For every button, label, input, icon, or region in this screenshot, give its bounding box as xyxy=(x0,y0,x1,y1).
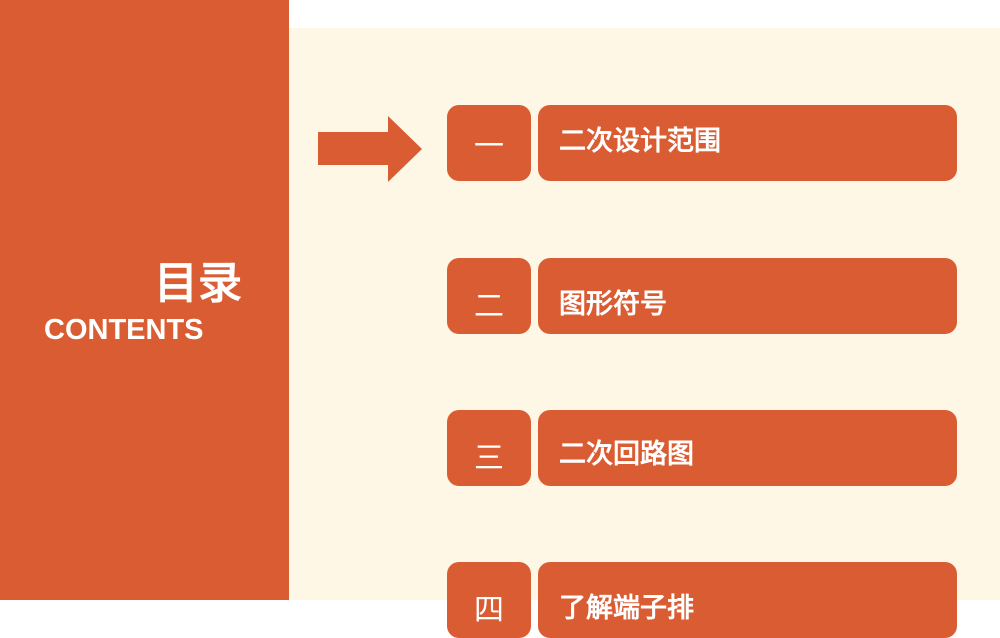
item-label-3[interactable]: 二次回路图 xyxy=(538,410,957,486)
item-number-3[interactable]: 三 xyxy=(447,410,531,486)
item-number-2[interactable]: 二 xyxy=(447,258,531,334)
contents-title-zh: 目录 xyxy=(154,258,242,309)
item-number-1[interactable]: 一 xyxy=(447,105,531,181)
item-label-4[interactable]: 了解端子排 xyxy=(538,562,957,638)
arrow-right-icon xyxy=(318,116,422,182)
item-number-4[interactable]: 四 xyxy=(447,562,531,638)
contents-title-en: CONTENTS xyxy=(44,314,204,346)
sidebar: 目录 CONTENTS xyxy=(0,0,289,600)
item-label-2[interactable]: 图形符号 xyxy=(538,258,957,334)
item-label-1[interactable]: 二次设计范围 xyxy=(538,105,957,181)
